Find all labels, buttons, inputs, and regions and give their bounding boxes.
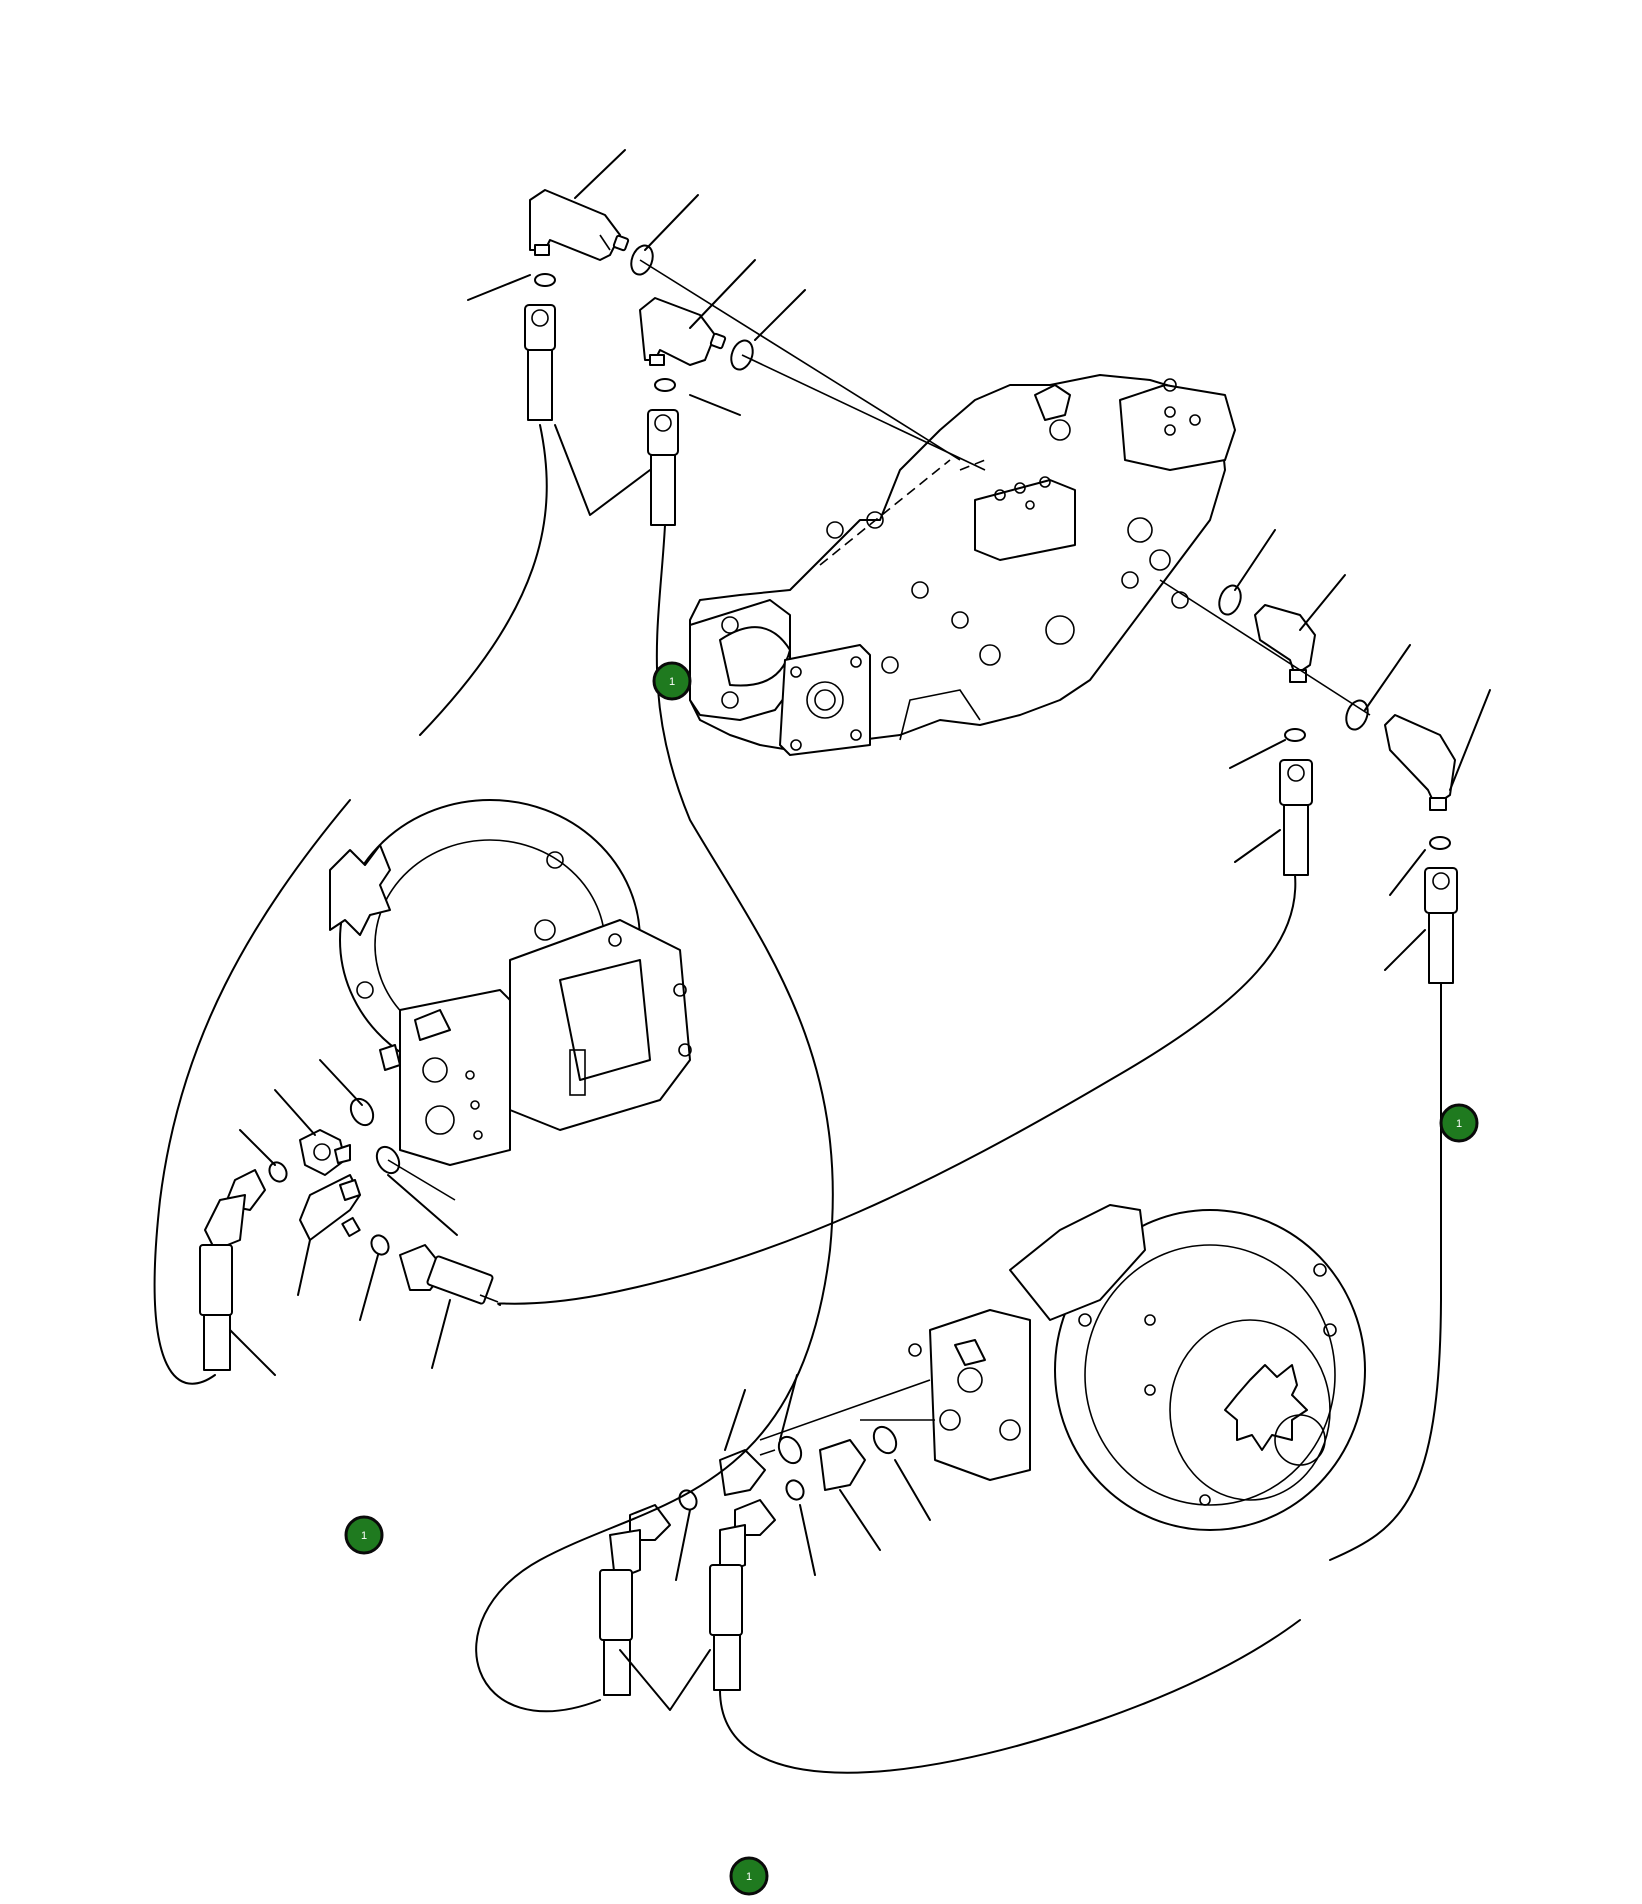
right-motor-fittings bbox=[599, 1379, 935, 1696]
left-motor-fittings bbox=[199, 1097, 499, 1371]
callout-4[interactable]: 1 bbox=[729, 1856, 769, 1896]
callout-3-label: 1 bbox=[361, 1530, 367, 1542]
left-travel-motor bbox=[329, 799, 692, 1166]
callout-1[interactable]: 1 bbox=[652, 661, 692, 701]
callout-2[interactable]: 1 bbox=[1439, 1103, 1479, 1143]
callout-3[interactable]: 1 bbox=[344, 1515, 384, 1555]
right-travel-motor bbox=[908, 1204, 1366, 1531]
callout-1-label: 1 bbox=[669, 676, 675, 688]
hydraulic-hose-lines bbox=[153, 424, 1442, 1774]
upper-pump-fittings bbox=[524, 189, 986, 526]
callout-4-label: 1 bbox=[746, 1871, 752, 1883]
hydraulic-pump-assembly bbox=[689, 374, 1236, 756]
right-pump-fittings bbox=[1159, 579, 1458, 984]
callout-2-label: 1 bbox=[1456, 1118, 1462, 1130]
leader-lines bbox=[229, 149, 1491, 1711]
